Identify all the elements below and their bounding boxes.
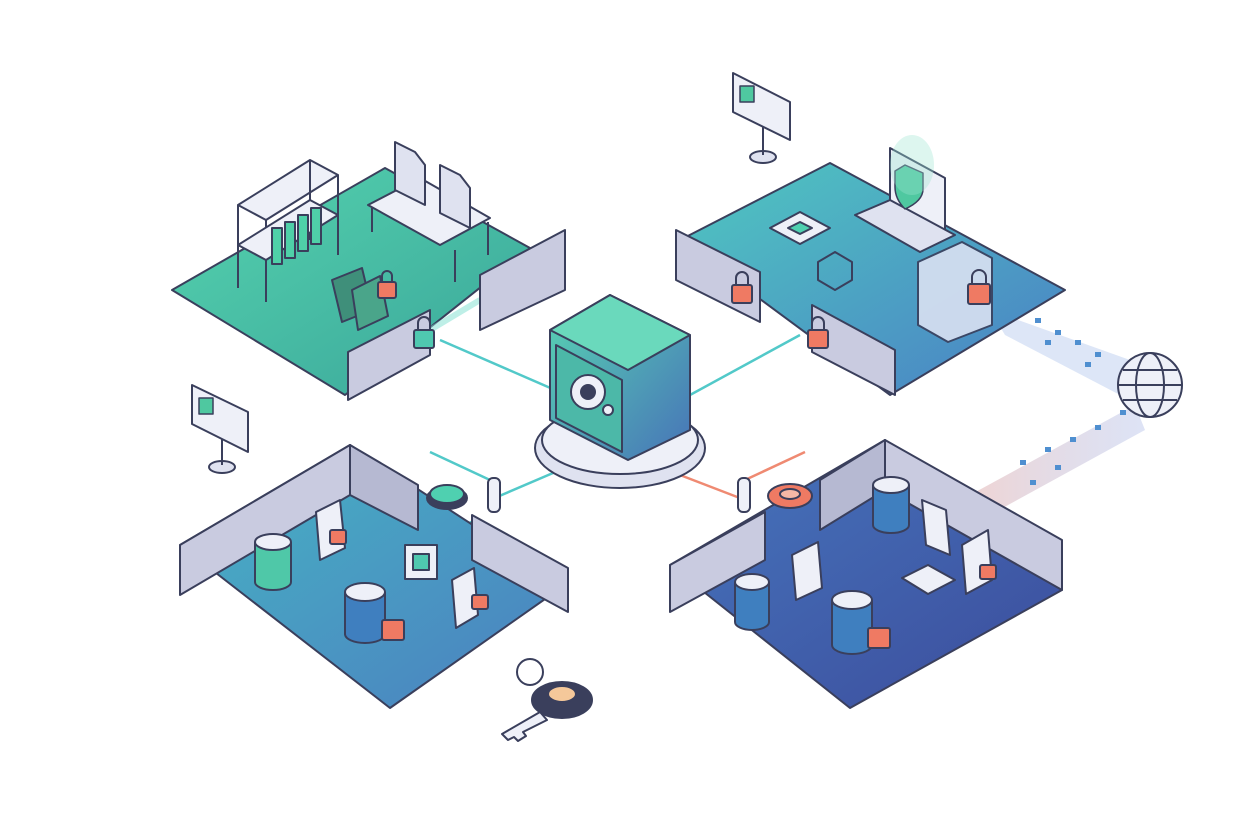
database-icon [254,533,292,591]
key-node-teal [426,477,501,513]
database-icon [831,590,873,655]
database-room-indigo [669,439,1063,709]
cube-icon [817,251,853,291]
archive-room [171,141,566,401]
coral-node [737,477,813,513]
globe-icon [1117,352,1183,418]
id-card-sign-icon [191,384,249,474]
lock-icon [807,316,829,349]
key-icon [501,658,593,742]
database-room-teal [179,444,569,709]
chip-icon [769,211,831,245]
lock-icon [731,271,753,304]
lock-icon [329,529,489,641]
document-icon [394,141,471,229]
paper-stack-icon [901,564,956,595]
wall [347,229,566,401]
database-icon [872,476,910,534]
document-icon [451,567,479,629]
lock-icon [377,270,397,299]
shelf-icon [237,159,339,302]
laptop-icon [854,147,956,253]
id-card-sign-icon [732,72,791,164]
device-room [675,135,1066,396]
lock-icon [867,564,997,649]
chip-icon [404,544,438,580]
safe-icon [534,294,706,489]
lock-icon [413,316,435,349]
cloud-lock-icon [917,241,993,343]
database-icon [734,573,770,631]
folder-icon [331,267,389,331]
database-icon [344,582,386,644]
